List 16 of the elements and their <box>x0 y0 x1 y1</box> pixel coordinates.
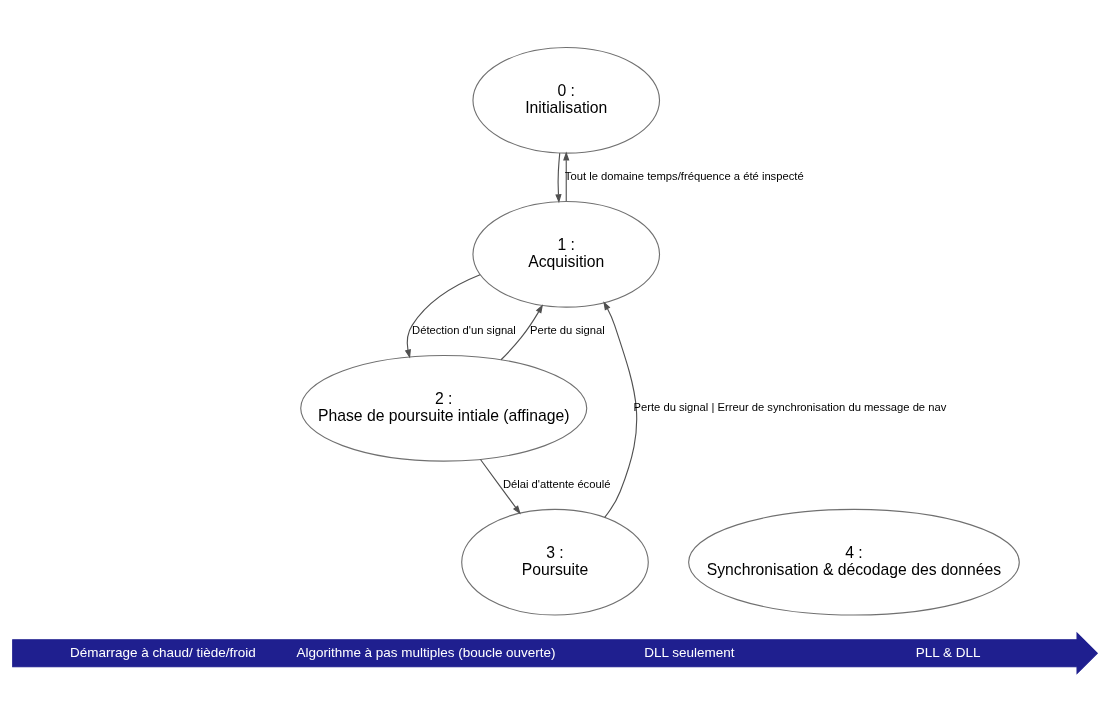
node-ellipse: 3 : Poursuite <box>461 508 649 616</box>
edge-label: Tout le domaine temps/fréquence a été inspecté <box>564 169 804 182</box>
arrow <box>404 273 481 359</box>
edge-label: Détection d'un signal <box>412 323 516 336</box>
node-ellipse: 0 : Initialisation <box>472 46 661 154</box>
arrow <box>500 303 544 360</box>
arrow <box>479 458 521 514</box>
edge-label: Perte du signal | Erreur de synchronisation du message de nav <box>633 400 947 413</box>
arrow <box>603 300 638 518</box>
node-ellipse: 1 : Acquisition <box>472 200 661 308</box>
node-ellipse: 4 : Synchronisation & décodage des données <box>688 508 1020 616</box>
node-ellipse: 2 : Phase de poursuite intiale (affinage) <box>300 354 588 462</box>
edge-label: Perte du signal <box>529 323 605 336</box>
arrow <box>555 152 562 203</box>
arrow <box>563 151 570 202</box>
edge-label: Délai d'attente écoulé <box>502 477 611 490</box>
